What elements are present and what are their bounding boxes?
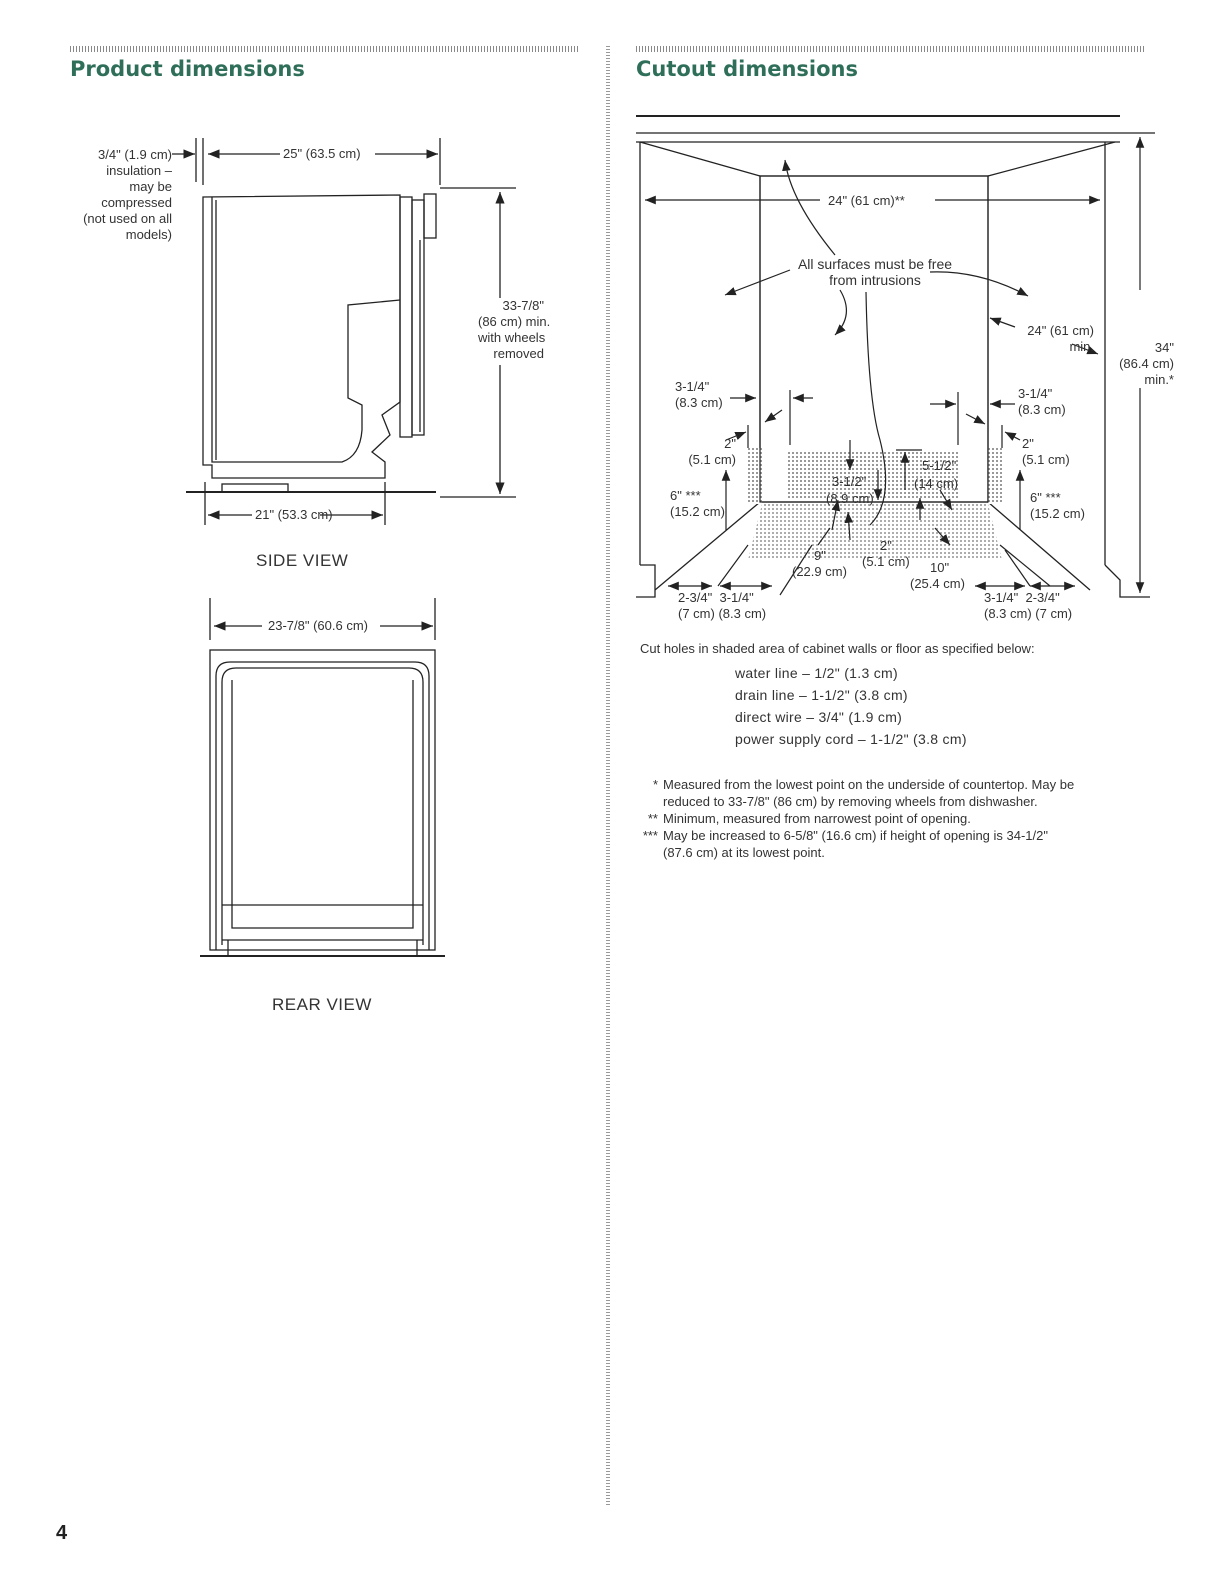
center-8-9-label: (8.9 cm) xyxy=(826,491,874,506)
product-dimensions-title: Product dimensions xyxy=(70,57,305,81)
cutout-dimensions-title: Cutout dimensions xyxy=(636,57,859,81)
right-6-label: 6" *** (15.2 cm) xyxy=(1030,490,1085,521)
footnote-1: * Measured from the lowest point on the … xyxy=(652,777,1075,809)
side-view-caption: SIDE VIEW xyxy=(256,551,349,570)
side-height-label: 33-7/8" (86 cm) min. with wheels removed xyxy=(478,298,551,361)
left-6-label: 6" *** (15.2 cm) xyxy=(670,488,725,519)
left-header-rule xyxy=(70,46,578,52)
bottom-right-labels: 3-1/4" 2-3/4" (8.3 cm) (7 cm) xyxy=(984,590,1073,621)
center-3-12-label: 3-1/2" xyxy=(832,474,867,489)
two-center-cm-label: (5.1 cm) xyxy=(862,554,910,569)
right-3-14-label: 3-1/4" (8.3 cm) xyxy=(1018,386,1066,417)
spec-drain-line: drain line – 1-1/2" (3.8 cm) xyxy=(735,687,908,703)
center-5-12-label: 5-1/2" xyxy=(922,458,957,473)
two-center-label: 2" xyxy=(880,538,892,553)
depth-min-label: 24" (61 cm) min. xyxy=(1027,323,1094,354)
free-surfaces-note: All surfaces must be free from intrusion… xyxy=(797,256,953,288)
bottom-left-labels: 2-3/4" 3-1/4" (7 cm) (8.3 cm) xyxy=(678,590,767,621)
right-header-rule xyxy=(636,46,1144,52)
spec-list: water line – 1/2" (1.3 cm) drain line – … xyxy=(735,662,967,750)
insulation-note: 3/4" (1.9 cm) insulation – may be compre… xyxy=(83,147,172,242)
rear-width-label: 23-7/8" (60.6 cm) xyxy=(268,618,368,633)
page-number: 4 xyxy=(56,1522,68,1544)
left-2-label: 2" (5.1 cm) xyxy=(688,436,736,467)
ten-label: 10" (25.4 cm) xyxy=(910,560,965,591)
spec-direct-wire: direct wire – 3/4" (1.9 cm) xyxy=(735,709,903,725)
side-base-depth-label: 21" (53.3 cm) xyxy=(255,507,333,522)
spec-power-cord: power supply cord – 1-1/2" (3.8 cm) xyxy=(735,731,967,747)
column-divider xyxy=(606,45,610,1505)
cut-holes-instruction: Cut holes in shaded area of cabinet wall… xyxy=(640,641,1035,656)
side-depth-label: 25" (63.5 cm) xyxy=(283,146,361,161)
center-14-label: (14 cm) xyxy=(914,476,959,491)
nine-label: 9" (22.9 cm) xyxy=(792,548,847,579)
footnotes: * Measured from the lowest point on the … xyxy=(612,776,1152,861)
footnote-2: ** Minimum, measured from narrowest poin… xyxy=(647,811,971,826)
right-2-label: 2" (5.1 cm) xyxy=(1022,436,1070,467)
spec-water-line: water line – 1/2" (1.3 cm) xyxy=(735,665,898,681)
height-34-label: 34" (86.4 cm) min.* xyxy=(1119,340,1174,387)
rear-view-caption: REAR VIEW xyxy=(272,995,372,1014)
footnote-3: *** May be increased to 6-5/8" (16.6 cm)… xyxy=(642,828,1048,860)
left-3-14-label: 3-1/4" (8.3 cm) xyxy=(675,379,723,410)
cutout-width-label: 24" (61 cm)** xyxy=(828,193,905,208)
